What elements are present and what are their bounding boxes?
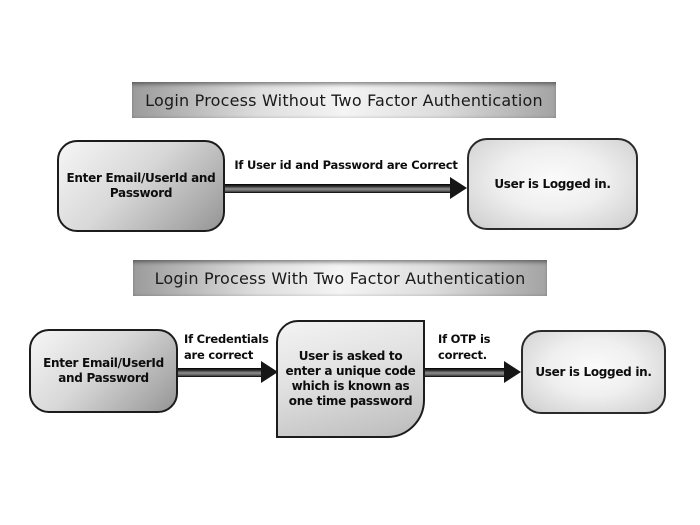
flow2-title: Login Process With Two Factor Authentica…: [133, 260, 547, 296]
flow2-arrowhead2-icon: [504, 361, 521, 383]
flow1-arrow-label: If User id and Password are Correct: [234, 158, 458, 172]
flow2-arrow2-shaft: [425, 368, 504, 377]
flow1-title: Login Process Without Two Factor Authent…: [132, 82, 556, 118]
flow2-arrowhead1-icon: [261, 361, 278, 383]
flow2-step3-box: User is Logged in.: [521, 330, 666, 414]
flow2-arrow1-label: If Credentials are correct: [184, 332, 269, 362]
flow2-step1-box: Enter Email/UserId and Password: [29, 329, 178, 413]
flow2-arrow2-label: If OTP is correct.: [438, 332, 491, 362]
flow1-arrowhead-icon: [450, 177, 467, 199]
flow1-step2-box: User is Logged in.: [467, 138, 638, 230]
flow1-step1-box: Enter Email/UserId and Password: [57, 140, 225, 232]
flow1-arrow-shaft: [225, 184, 450, 193]
flow2-arrow1-shaft: [178, 368, 261, 377]
flow2-step2-card: User is asked to enter a unique code whi…: [276, 320, 425, 438]
